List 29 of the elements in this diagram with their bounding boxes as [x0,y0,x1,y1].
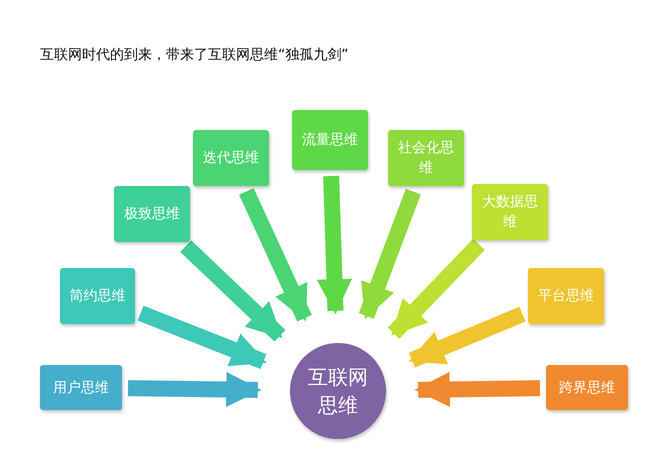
node-label: 跨界思维 [559,378,615,398]
arrow [358,188,421,320]
arrow [316,176,352,314]
node-label: 流量思维 [302,131,358,150]
concept-box [528,268,604,324]
node-label: 迭代思维 [203,149,259,168]
node-label: 社会化思维 [397,139,455,178]
arrow [128,372,262,408]
arrow [388,238,485,339]
arrow [408,306,526,368]
arrow [180,240,286,342]
node-label: 极致思维 [124,205,180,224]
concept-box [292,110,368,170]
arrow [138,306,267,369]
arrow [414,372,540,408]
concept-box [114,186,190,242]
concept-box [193,130,269,186]
node-label: 用户思维 [53,378,109,398]
concept-box [60,268,135,324]
concept-box [472,184,548,240]
node-label: 平台思维 [538,287,594,306]
concept-box [40,365,122,410]
arrow [239,188,312,322]
title: 互联网时代的到来，带来了互联网思维“独孤九剑” [40,46,350,65]
node-label: 大数据思维 [481,193,539,232]
node-label: 互联网思维 [307,364,369,419]
concept-box [546,365,628,410]
concept-box [388,130,464,186]
node-label: 简约思维 [70,287,126,306]
